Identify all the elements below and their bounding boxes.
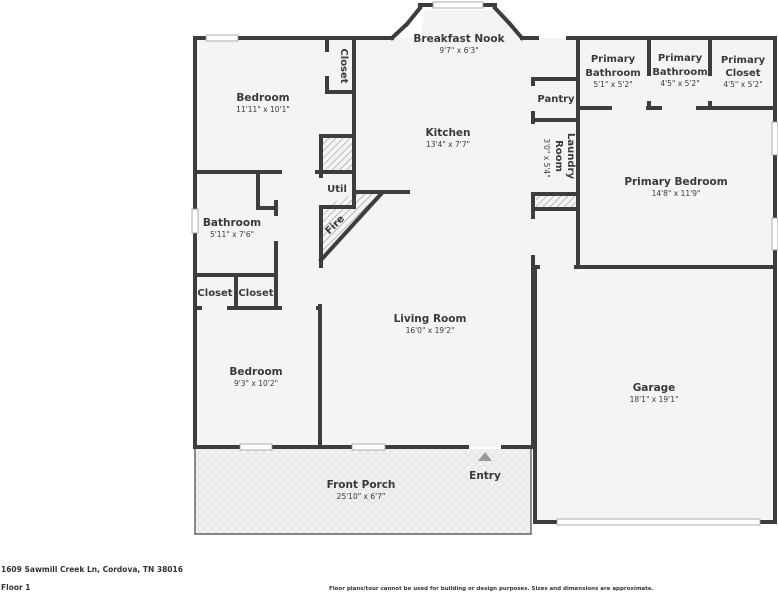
window [205,34,239,42]
room-label-primary-bedroom: Primary Bedroom [624,176,727,188]
room-dims-garage: 18'1" x 19'1" [630,395,679,404]
room-label-bedroom-2: Bedroom [229,366,282,378]
room-dims-living-room: 16'0" x 19'2" [406,326,455,335]
room-label-primary-closet-b: Closet [725,68,760,79]
room-label-garage: Garage [633,382,676,394]
room-label-pantry: Pantry [537,94,575,105]
room-label-breakfast-nook: Breakfast Nook [413,33,505,45]
room-dims-primary-bath-2: 4'5" x 5'2" [660,79,699,88]
room-label-bedroom-1: Bedroom [236,92,289,104]
room-label-util: Util [327,184,347,195]
porch-floor [195,449,531,534]
window [771,121,778,156]
window [351,443,386,451]
window [771,217,778,251]
room-dims-laundry: 3'0" x 5'4" [542,138,551,177]
room-label-primary-bath-2a: Primary [658,53,703,64]
room-label-laundry-2: Room [553,140,564,172]
room-dims-breakfast-nook: 9'7" x 6'3" [439,46,478,55]
room-label-kitchen: Kitchen [425,127,470,139]
hatched-chase [321,138,353,172]
room-label-front-porch: Front Porch [327,479,396,491]
room-label-primary-bath-1a: Primary [591,54,636,65]
room-dims-primary-bath-1: 5'1" x 5'2" [593,80,632,89]
room-label-closet-left: Closet [197,288,232,299]
room-label-primary-closet-a: Primary [721,55,766,66]
room-label-primary-bath-2b: Bathroom [652,67,707,78]
room-dims-bathroom: 5'11" x 7'6" [210,230,254,239]
room-label-bathroom: Bathroom [203,217,261,229]
room-dims-primary-bedroom: 14'8" x 11'9" [652,189,701,198]
laundry-hatch [536,196,576,208]
room-label-living-room: Living Room [394,313,467,325]
room-dims-front-porch: 25'10" x 6'7" [337,492,386,501]
property-address: 1609 Sawmill Creek Ln, Cordova, TN 38016 [1,565,183,574]
disclaimer: Floor plans/tour cannot be used for buil… [329,586,654,592]
window [239,443,273,451]
room-dims-kitchen: 13'4" x 7'7" [426,140,470,149]
floor-label: Floor 1 [1,583,31,592]
room-label-closet-top: Closet [338,48,349,83]
walls [193,3,777,535]
room-label-primary-bath-1b: Bathroom [585,68,640,79]
room-labels: Bedroom 11'11" x 10'1" Closet Breakfast … [197,33,765,501]
room-dims-bedroom-1: 11'11" x 10'1" [236,105,290,114]
room-dims-primary-closet: 4'5" x 5'2" [723,80,762,89]
room-label-closet-right: Closet [238,288,273,299]
window [191,208,199,234]
room-dims-bedroom-2: 9'3" x 10'2" [234,379,278,388]
room-label-entry: Entry [469,470,501,482]
windows [191,1,778,526]
window [432,1,484,9]
garage-door [556,518,761,526]
entry-arrow-icon [478,452,492,461]
room-label-laundry-1: Laundry [565,133,576,179]
